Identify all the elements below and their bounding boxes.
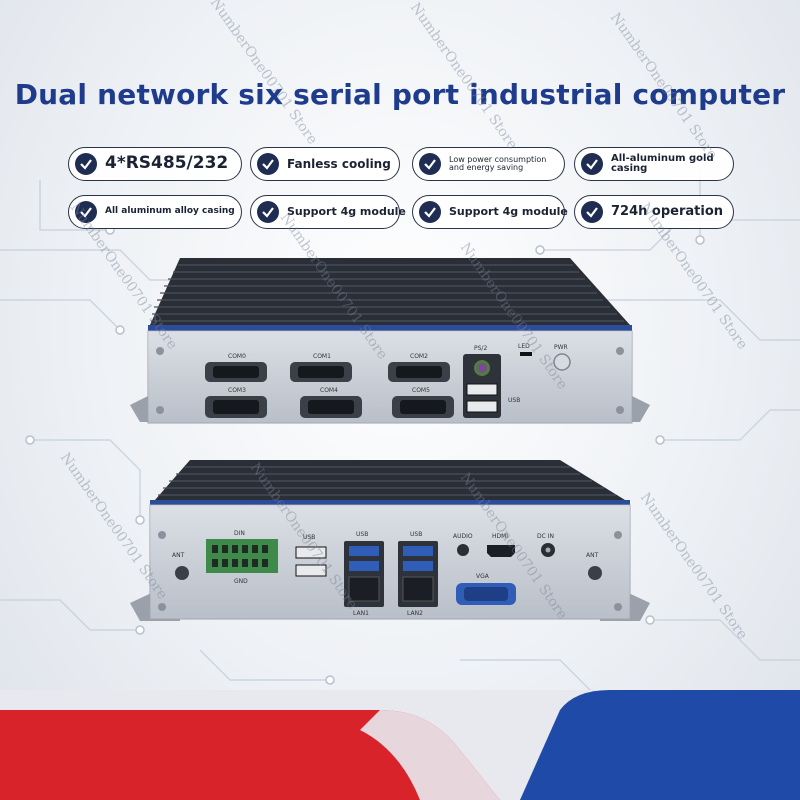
com-label: COM0 [228,353,246,360]
feature-label: Fanless cooling [287,156,391,171]
lan-port [348,576,380,602]
feature-label: Support 4g module [449,205,568,219]
com-label: COM1 [313,353,331,360]
terminal-label: GND [234,578,248,585]
usb3-label: USB [356,531,368,538]
industrial-pc-front-view: COM0 COM1 COM2 COM3 COM4 COM5 PS/2 USB L… [130,258,650,424]
check-icon [419,153,441,175]
com-port [300,396,362,418]
usb3-port [403,546,433,556]
check-icon [75,201,97,223]
com-label: COM3 [228,387,246,394]
industrial-pc-rear-view: ANT ANT DIN GND USB USB LAN1 USB LAN2 AU… [130,460,650,621]
audio-label: AUDIO [453,533,473,540]
check-icon [419,201,441,223]
power-button [553,353,571,371]
check-icon [581,153,603,175]
usb-port [295,546,327,559]
com-port [392,396,454,418]
feature-label: All aluminum alloy casing [105,206,235,217]
page-title: Dual network six serial port industrial … [14,78,786,111]
usb3-port [403,561,433,571]
feature-label: 724h operation [611,204,724,220]
led-label: LED [518,343,530,350]
feature-badge-rs485: 4*RS485/232 [68,147,242,181]
power-label: PWR [554,344,568,351]
feature-badge-fanless: Fanless cooling [250,147,400,181]
usb-port [295,564,327,577]
antenna-hole [588,566,602,580]
usb-port [466,400,498,413]
usb-port [466,383,498,396]
feature-badge-4g-1: Support 4g module [250,195,406,229]
hdmi-port [487,545,515,557]
antenna-hole [175,566,189,580]
led-indicator [520,352,532,356]
feature-badge-aluminum-alloy: All aluminum alloy casing [68,195,242,229]
feature-badge-724h: 724h operation [574,195,734,229]
feature-label: Low power consumption and energy saving [449,154,547,172]
lan-label: LAN1 [353,610,369,617]
usb-label: USB [508,397,520,404]
feature-label: Support 4g module [287,205,406,219]
feature-badge-gold-casing: All-aluminum gold casing [574,147,734,181]
usb3-port [349,546,379,556]
com-port [388,362,450,382]
terminal-block [206,539,278,573]
dc-label: DC IN [537,533,554,540]
feature-badge-4g-2: Support 4g module [412,195,568,229]
terminal-label: DIN [234,530,245,537]
usb3-port [349,561,379,571]
audio-jack [457,544,469,556]
com-label: COM2 [410,353,428,360]
bottom-color-band [0,690,800,800]
antenna-label: ANT [172,552,185,559]
com-port [205,362,267,382]
com-port [205,396,267,418]
usb3-label: USB [410,531,422,538]
hdmi-label: HDMI [492,533,508,540]
lan-label: LAN2 [407,610,423,617]
ps2-label: PS/2 [474,345,487,352]
vga-label: VGA [476,573,490,580]
check-icon [257,201,279,223]
com-label: COM5 [412,387,430,394]
usb-label: USB [303,534,315,541]
antenna-label: ANT [586,552,599,559]
com-port [290,362,352,382]
check-icon [257,153,279,175]
feature-label: 4*RS485/232 [105,153,229,174]
check-icon [75,153,97,175]
com-label: COM4 [320,387,338,394]
feature-label: All-aluminum gold casing [611,152,714,174]
check-icon [581,201,603,223]
lan-port [402,576,434,602]
feature-badge-low-power: Low power consumption and energy saving [412,147,565,181]
